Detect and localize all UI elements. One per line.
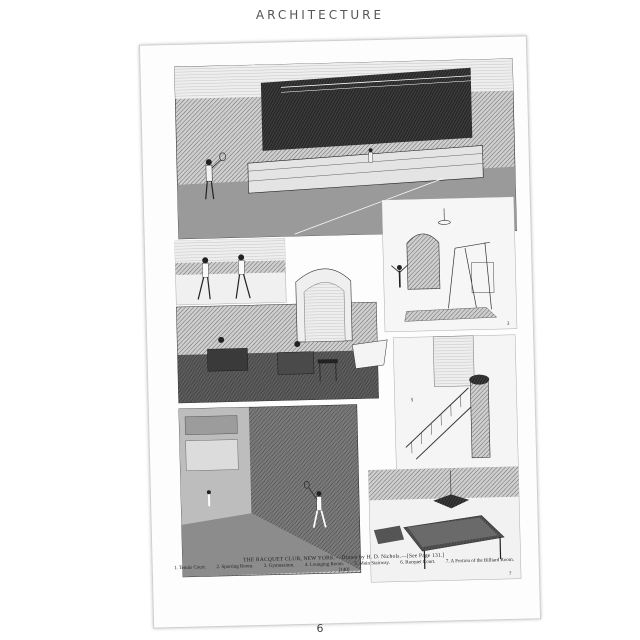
engraving-illustrations: 3 — [174, 58, 522, 583]
legend-item: 5. Main Stairway. — [354, 560, 390, 567]
page-number: 6 — [316, 622, 324, 635]
panel-number-5: 5 — [411, 398, 414, 403]
panel-number-7: 7 — [509, 572, 512, 577]
legend-item: 2. Sparring Room. — [216, 564, 254, 571]
panel-gymnasium: 3 — [381, 196, 518, 333]
panel-lounging-room — [176, 268, 388, 404]
engraving-plate: 3 — [138, 35, 542, 629]
panel-billiard-room: 7 — [368, 466, 522, 583]
legend-item: 1. Tennis Court. — [173, 565, 207, 572]
panel-racquet-court — [178, 404, 362, 578]
panel-sparring-room — [174, 238, 287, 306]
legend-item: 6. Racquet Court. — [400, 559, 436, 566]
legend-item: 3. Gymnasium. — [263, 563, 295, 569]
panel-number-3: 3 — [507, 322, 510, 327]
panel-main-stairway: 5 — [392, 334, 519, 472]
page-header: ARCHITECTURE — [255, 8, 385, 22]
